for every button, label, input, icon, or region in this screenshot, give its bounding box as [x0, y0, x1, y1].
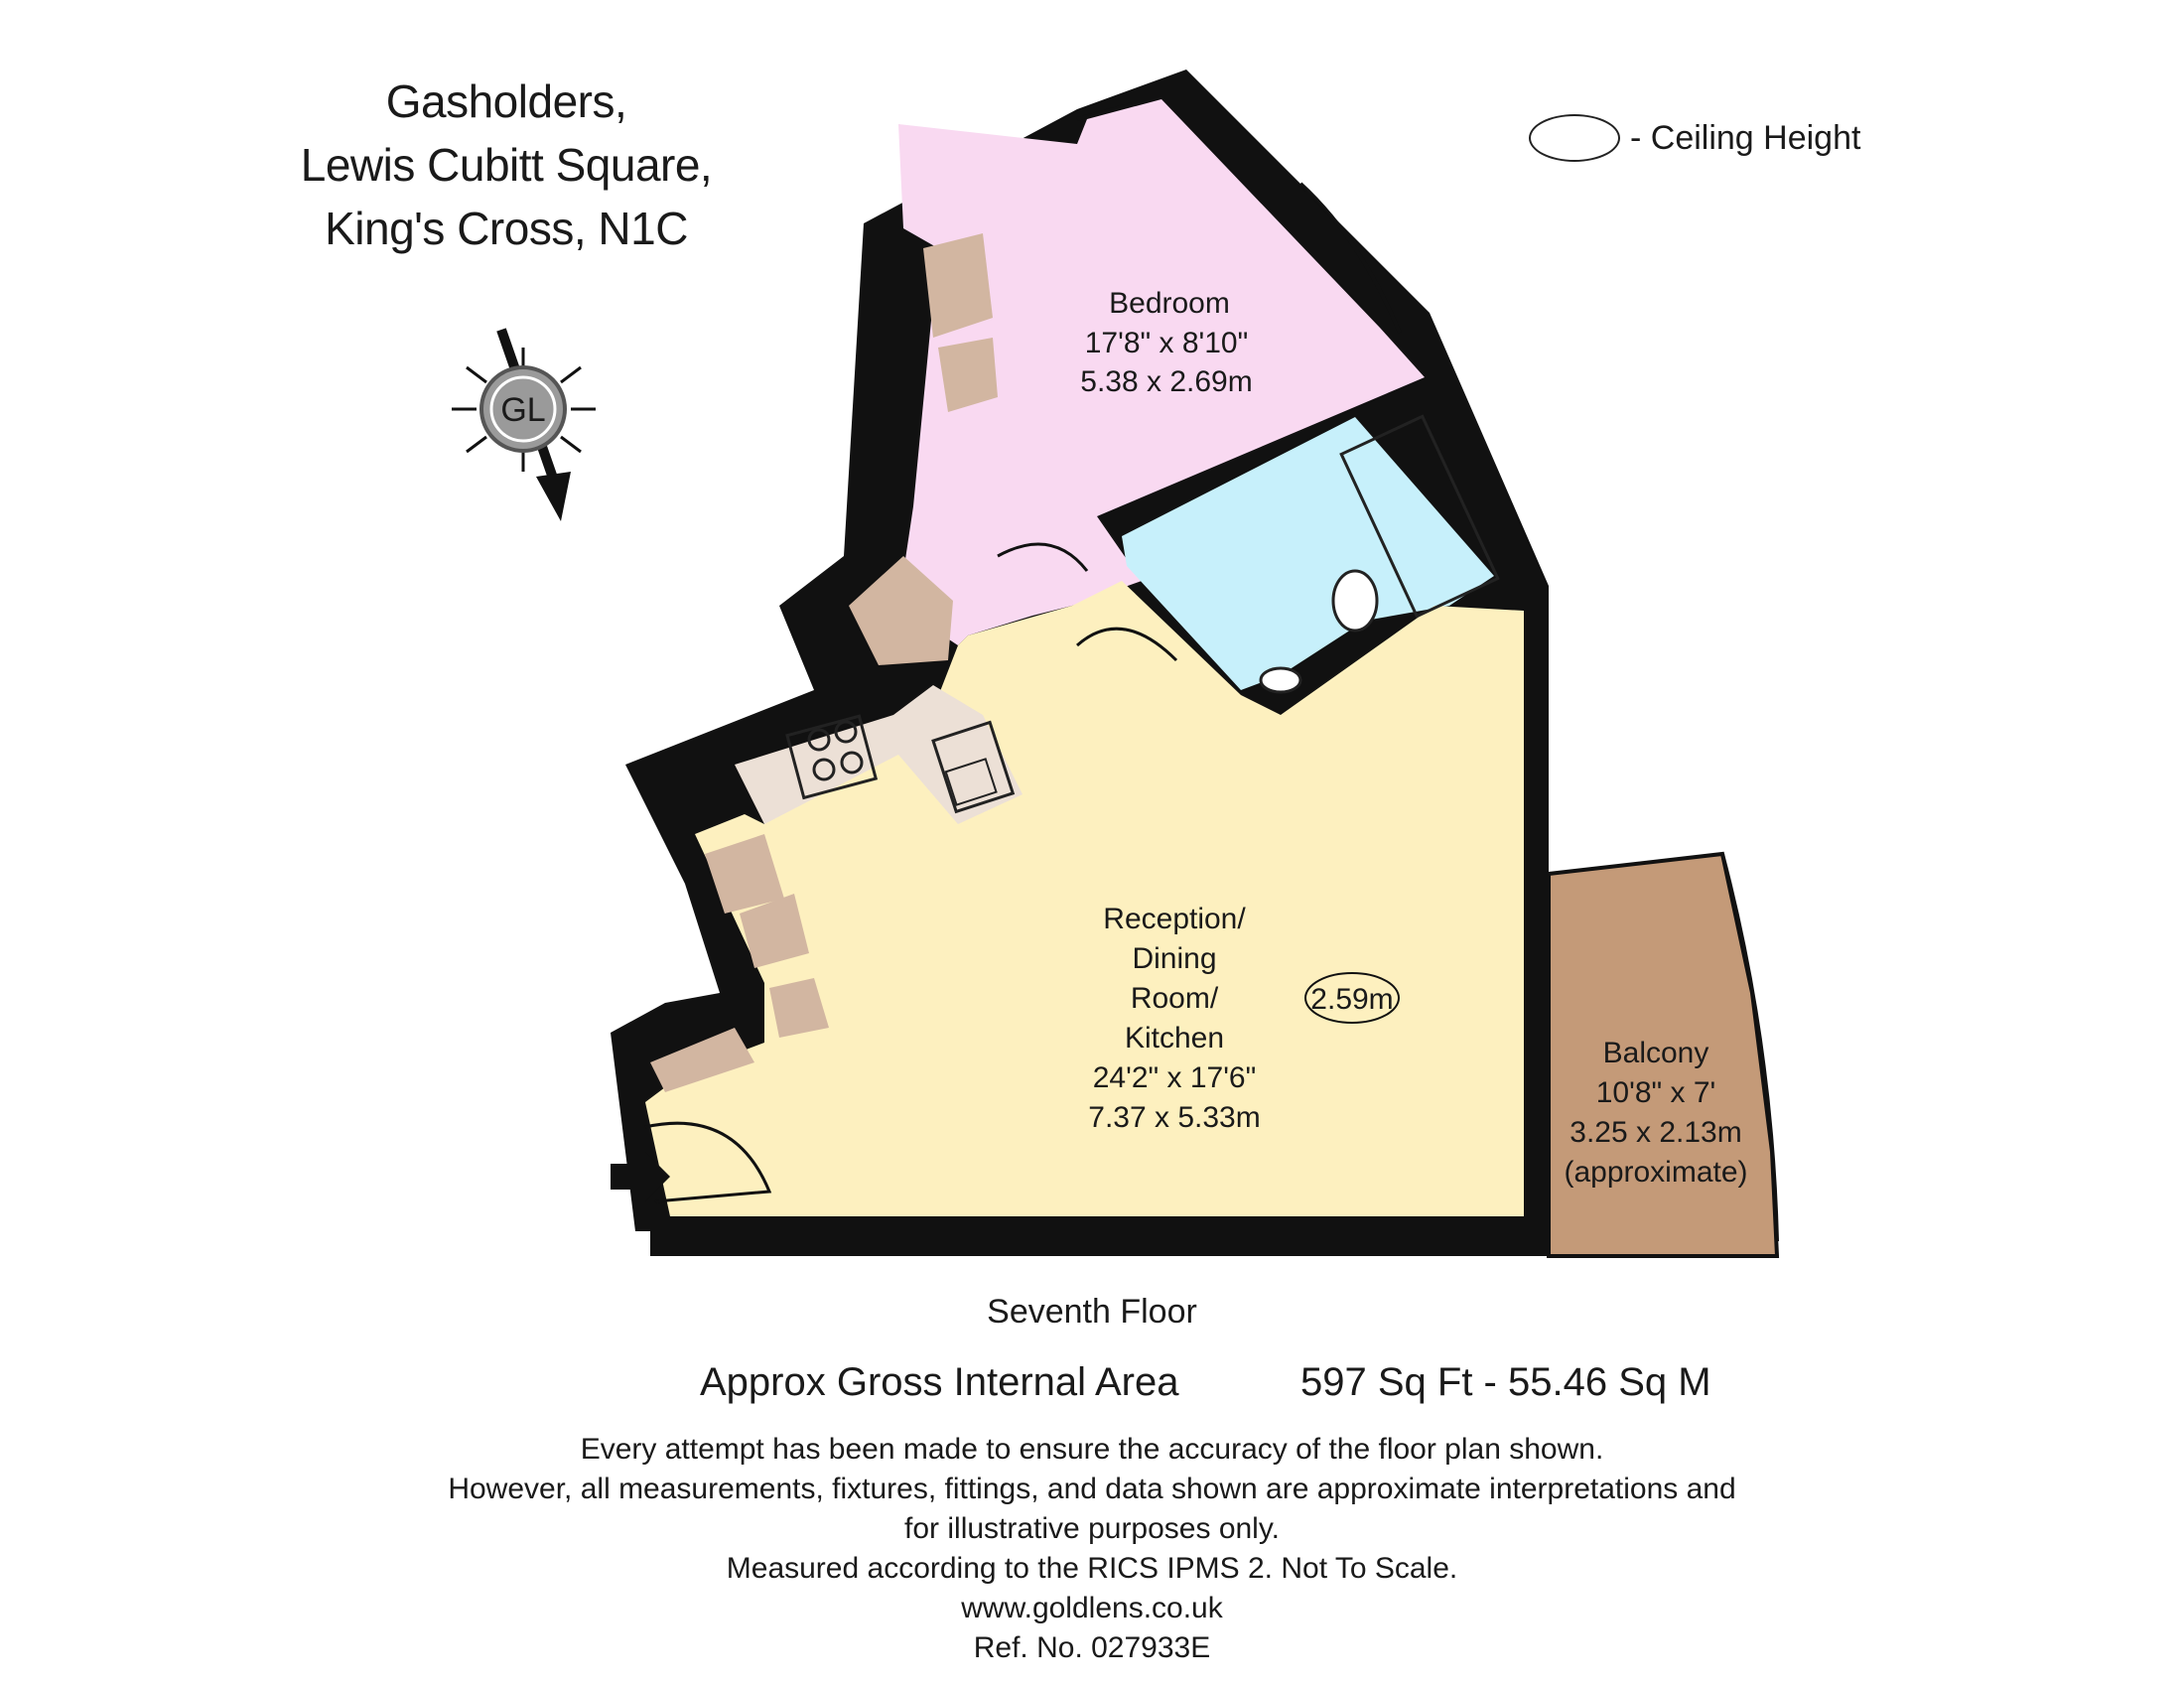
bathroom-floor	[1122, 417, 1494, 690]
burners-icon	[807, 720, 864, 781]
compass-icon: GL	[452, 328, 596, 521]
toilet-icon	[1331, 569, 1379, 633]
address-line-2: Lewis Cubitt Square,	[300, 139, 713, 191]
reference-number: Ref. No. 027933E	[973, 1631, 1211, 1664]
address-line-3: King's Cross, N1C	[325, 203, 688, 254]
area-label: Approx Gross Internal Area	[700, 1360, 1179, 1404]
balcony-name: Balcony	[1603, 1037, 1709, 1069]
reception-imperial: 24'2" x 17'6"	[1093, 1061, 1257, 1094]
disclaimer: Every attempt has been made to ensure th…	[347, 1430, 1837, 1668]
disclaimer-line-2: However, all measurements, fixtures, fit…	[448, 1473, 1736, 1505]
address-line-1: Gasholders,	[385, 75, 627, 127]
ceiling-height-value: 2.59m	[1310, 983, 1393, 1016]
disclaimer-line-3: for illustrative purposes only.	[904, 1512, 1280, 1545]
ceiling-height-marker: 2.59m	[1304, 972, 1400, 1024]
balcony-label: Balcony 10'8" x 7' 3.25 x 2.13m (approxi…	[1564, 1037, 1747, 1189]
sink-icon	[931, 720, 1016, 814]
balcony-metric: 3.25 x 2.13m	[1570, 1116, 1741, 1149]
disclaimer-line-4: Measured according to the RICS IPMS 2. N…	[726, 1552, 1458, 1585]
property-address: Gasholders, Lewis Cubitt Square, King's …	[248, 70, 764, 260]
bedroom-metric: 5.38 x 2.69m	[1080, 365, 1252, 398]
basin-icon	[1259, 666, 1302, 694]
bedroom-label: Bedroom 17'8" x 8'10" 5.38 x 2.69m	[1080, 287, 1252, 398]
compass-label: GL	[500, 391, 545, 429]
bath-icon	[1339, 414, 1500, 619]
legend-label: - Ceiling Height	[1630, 118, 1861, 157]
floor-label: Seventh Floor	[987, 1293, 1197, 1331]
reception-line-3: Room/	[1131, 982, 1219, 1015]
reception-line-1: Reception/	[1103, 903, 1246, 935]
website-link[interactable]: www.goldlens.co.uk	[961, 1592, 1223, 1624]
balcony-imperial: 10'8" x 7'	[1596, 1076, 1716, 1109]
ceiling-height-legend: - Ceiling Height	[1529, 114, 1860, 162]
reception-line-4: Kitchen	[1125, 1022, 1224, 1055]
reception-metric: 7.37 x 5.33m	[1088, 1101, 1260, 1134]
storage-cupboards	[650, 233, 998, 1092]
disclaimer-line-1: Every attempt has been made to ensure th…	[580, 1433, 1604, 1466]
windows	[1076, 102, 1779, 1242]
reception-floor	[645, 581, 1524, 1216]
balcony-note: (approximate)	[1564, 1156, 1747, 1189]
bedroom-name: Bedroom	[1109, 287, 1230, 320]
bedroom-floor	[898, 99, 1425, 645]
door-swings	[644, 542, 1178, 1203]
area-value: 597 Sq Ft - 55.46 Sq M	[1300, 1360, 1711, 1404]
bedroom-imperial: 17'8" x 8'10"	[1085, 327, 1249, 359]
reception-line-2: Dining	[1132, 942, 1216, 975]
hob-icon	[785, 714, 879, 800]
ceiling-height-oval-icon	[1529, 114, 1620, 162]
reception-label: Reception/ Dining Room/ Kitchen 24'2" x …	[1088, 903, 1260, 1134]
entrance-arrow-icon	[611, 1152, 670, 1201]
